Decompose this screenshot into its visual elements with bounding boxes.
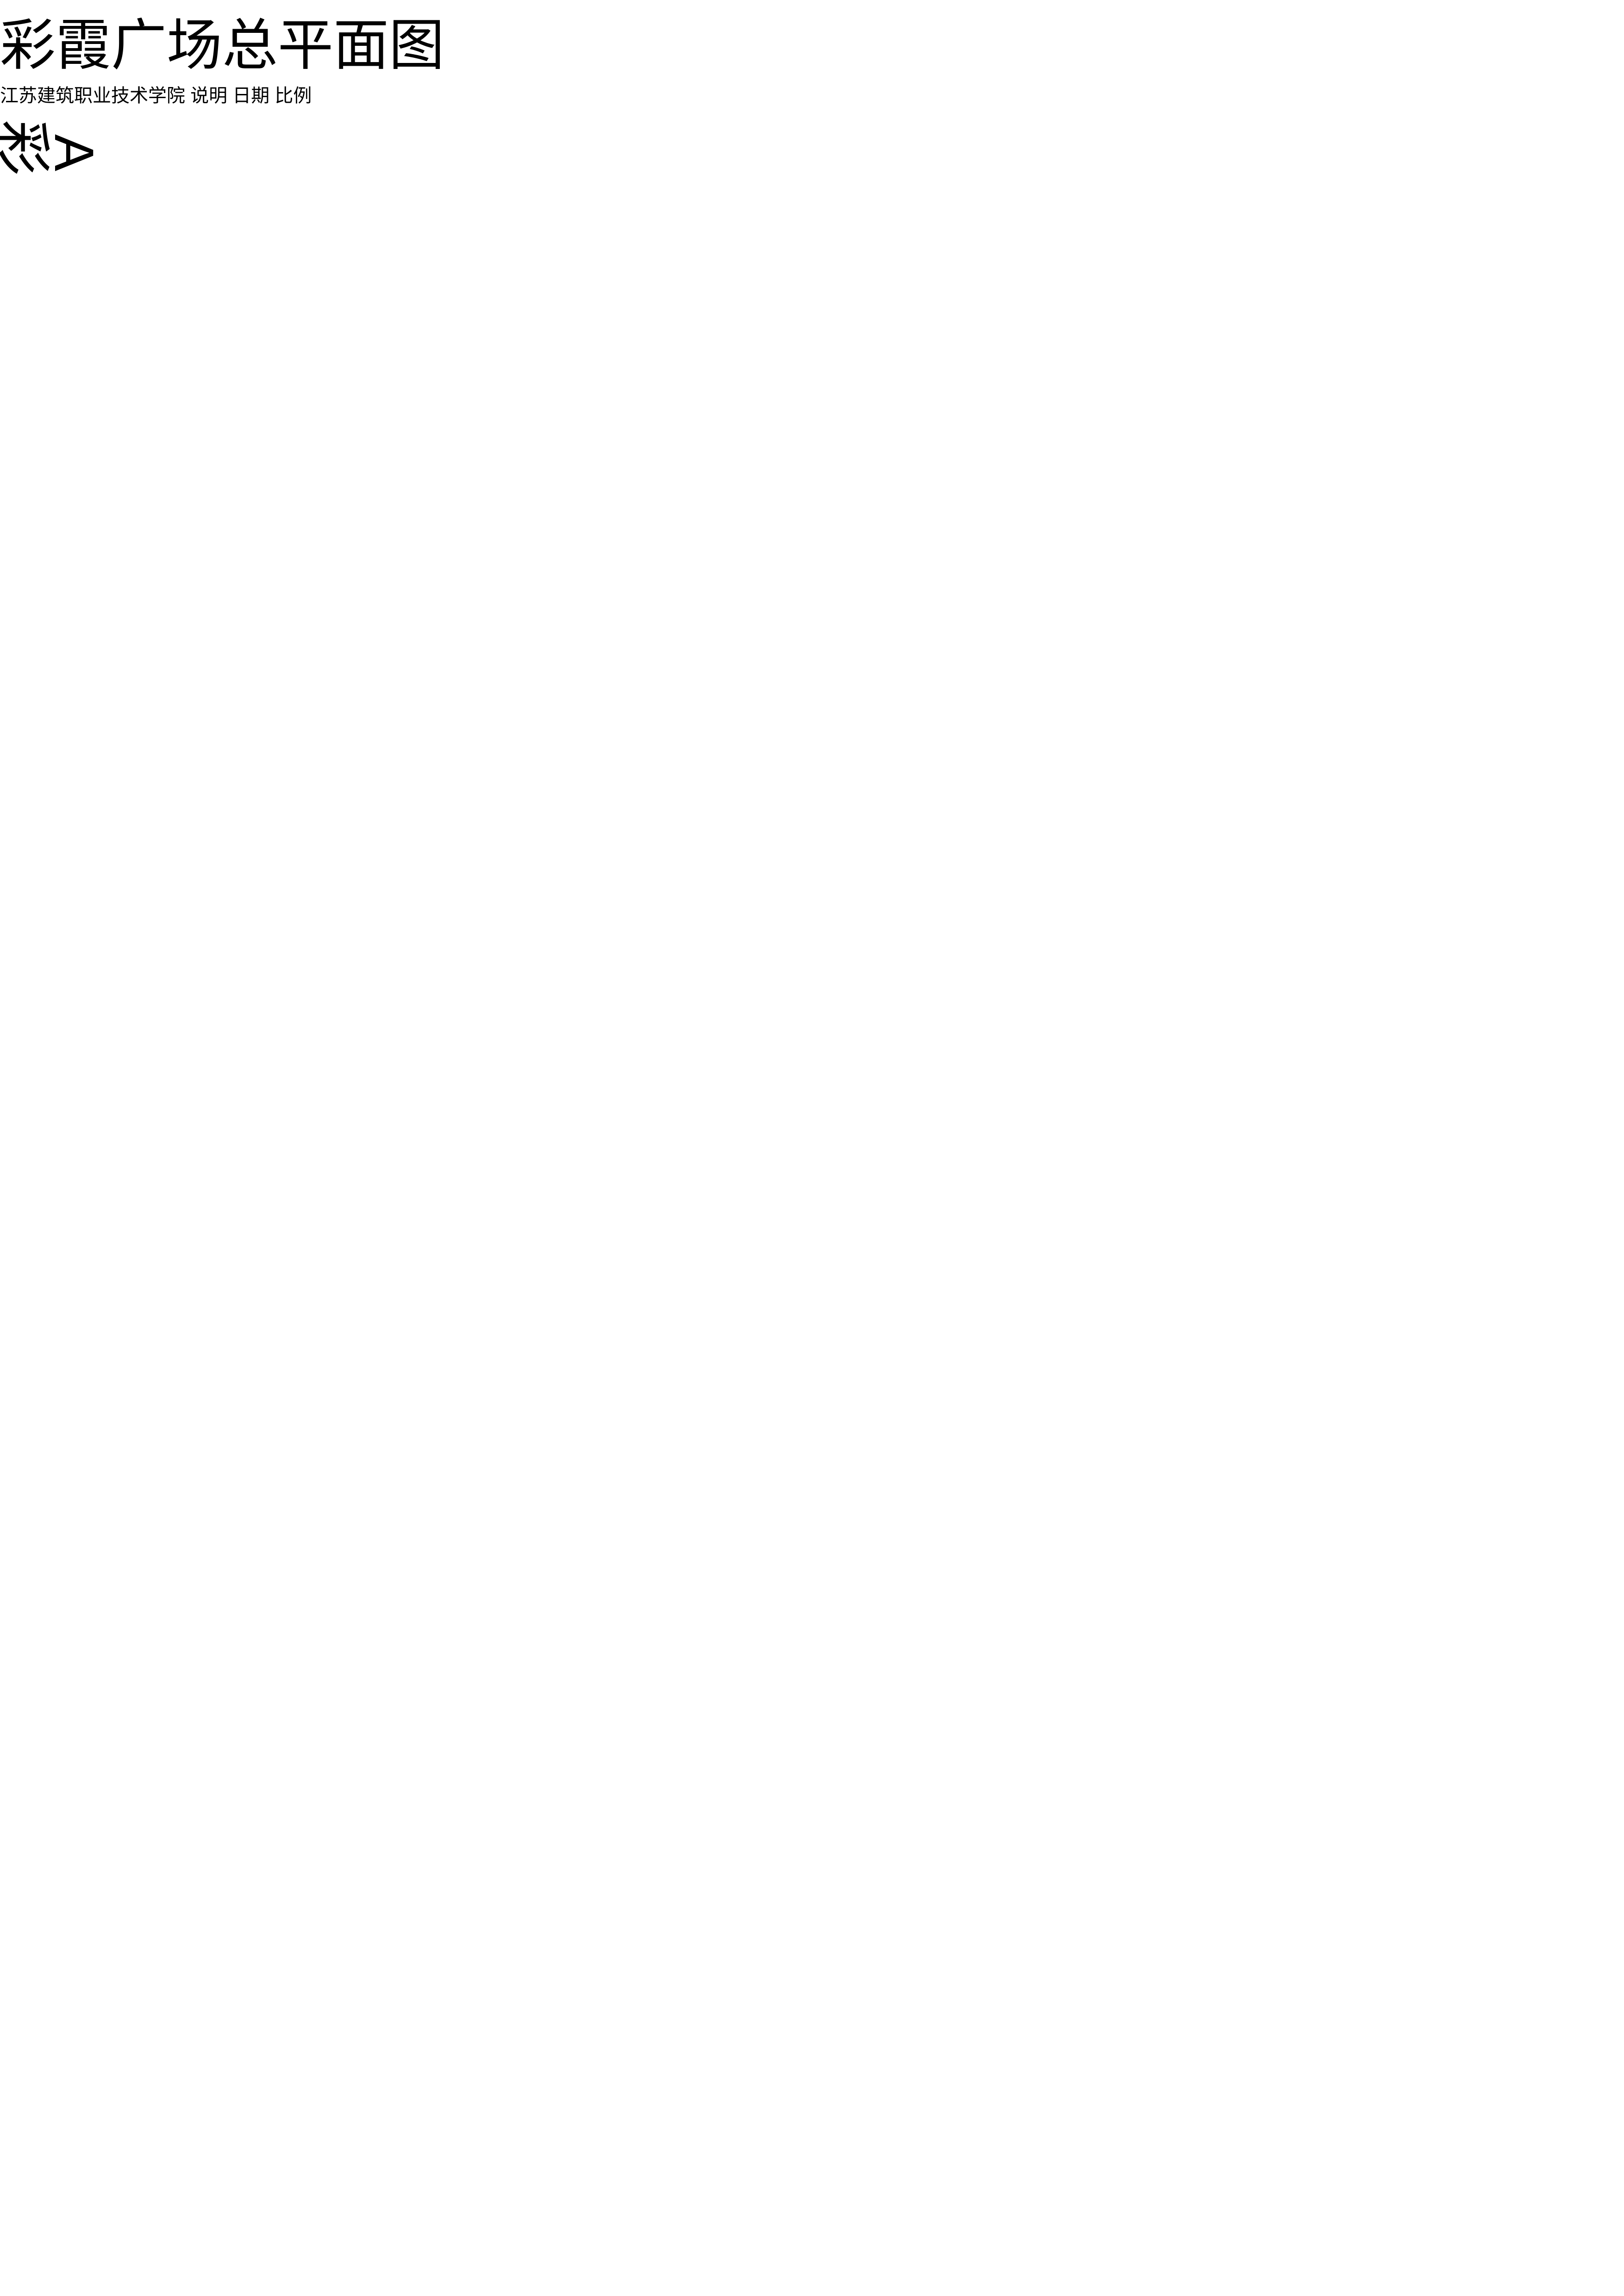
test-cjk-large: 彩霞广场总平面图: [0, 14, 444, 76]
test-cjk-small: 江苏建筑职业技术学院 说明 日期 比例: [0, 86, 312, 106]
